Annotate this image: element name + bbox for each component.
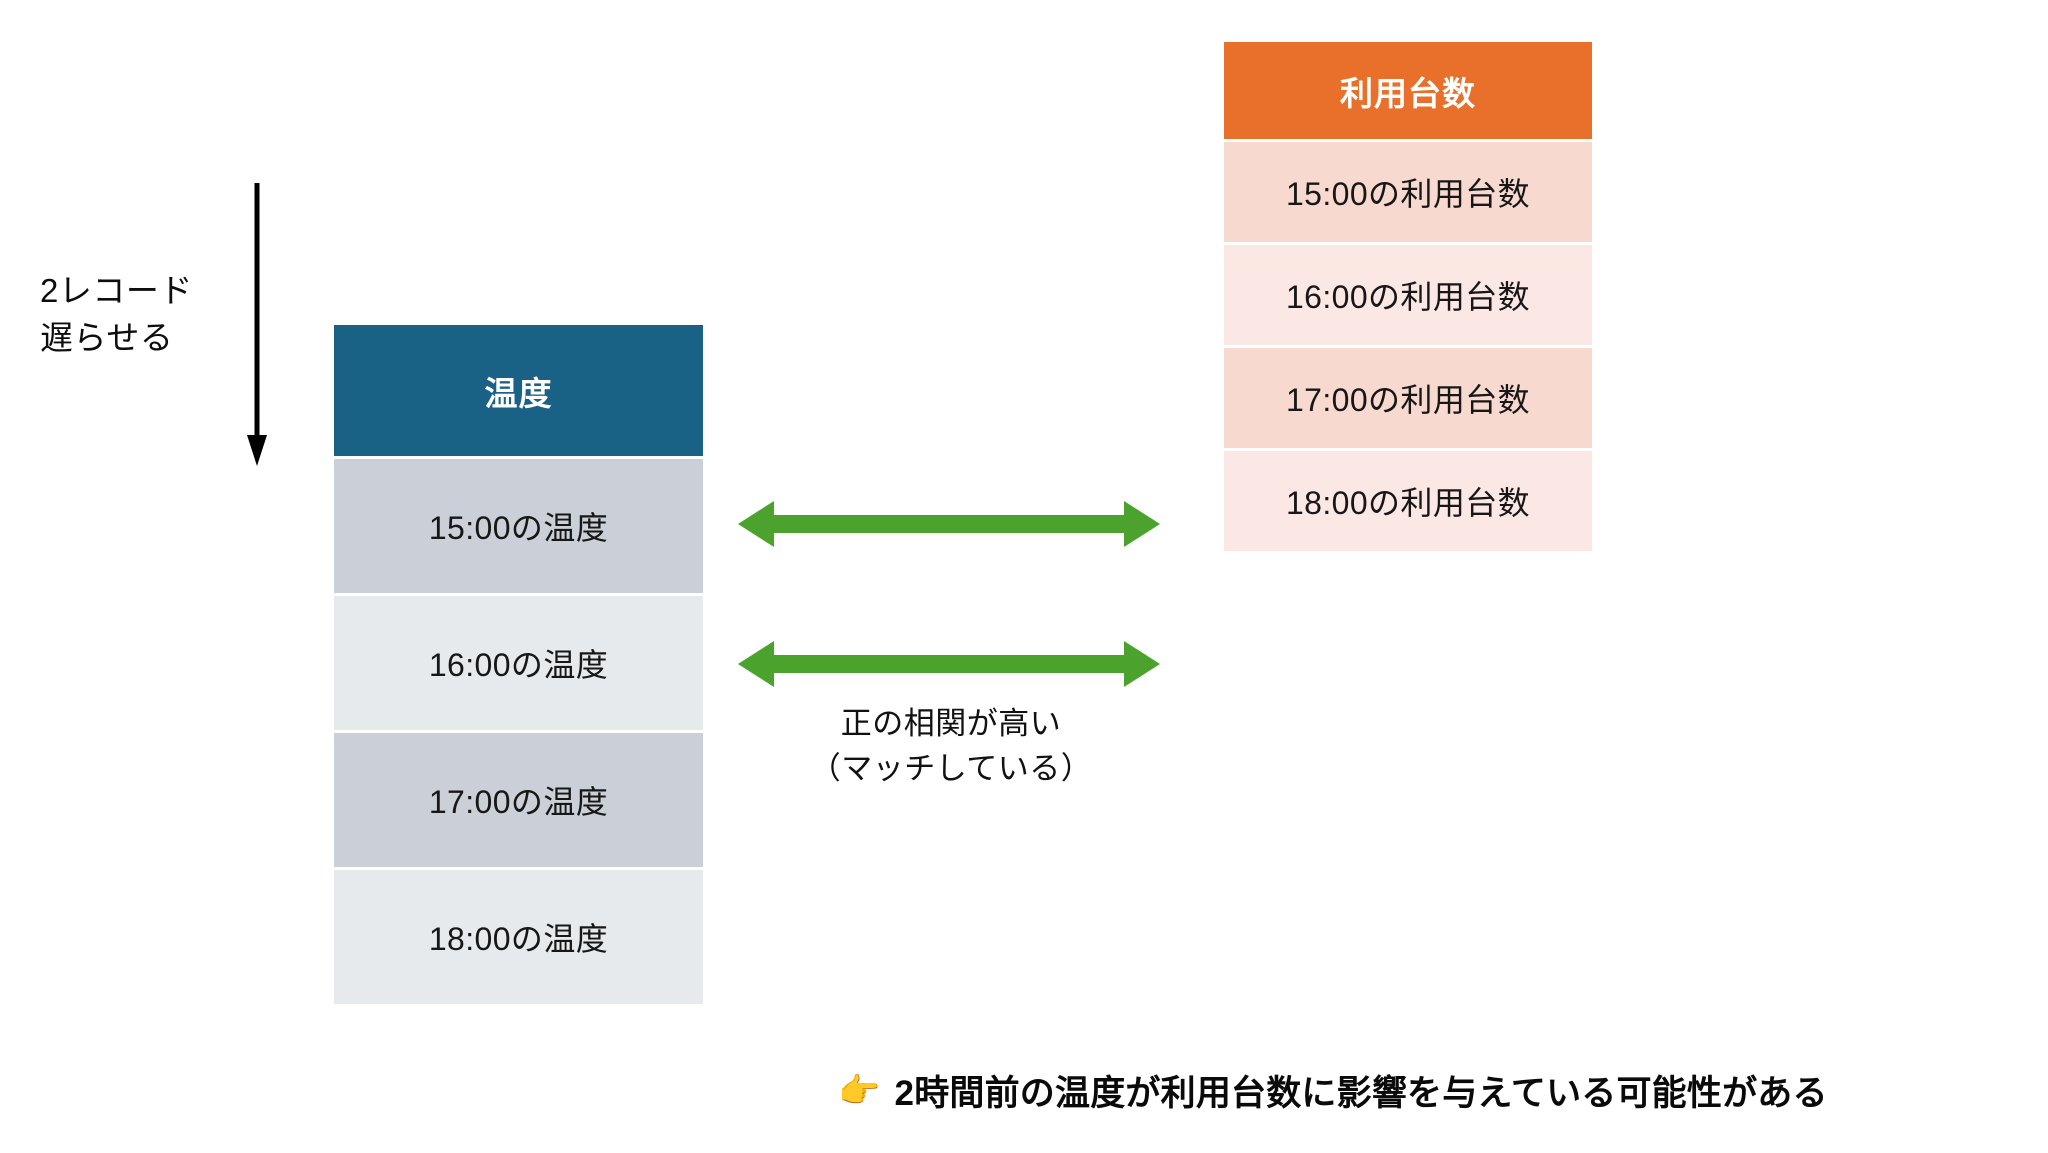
down-arrow-icon: [246, 183, 268, 466]
double-headed-arrow-icon: [738, 497, 1160, 551]
shift-annotation-label: 2レコード 遅らせる: [40, 272, 193, 356]
conclusion-line: 👉 2時間前の温度が利用台数に影響を与えている可能性がある: [838, 1065, 1828, 1116]
table-row: 17:00の温度: [334, 733, 703, 867]
pointing-right-icon: 👉: [838, 1071, 881, 1110]
table-temperature-header: 温度: [334, 325, 703, 456]
table-usage-header: 利用台数: [1224, 42, 1592, 139]
double-headed-arrow-icon: [738, 637, 1160, 691]
table-row: 17:00の利用台数: [1224, 348, 1592, 448]
table-temperature: 温度 15:00の温度 16:00の温度 17:00の温度 18:00の温度: [334, 325, 703, 1004]
correlation-note: 正の相関が高い （マッチしている）: [809, 706, 1093, 786]
table-row: 16:00の温度: [334, 596, 703, 730]
table-usage: 利用台数 15:00の利用台数 16:00の利用台数 17:00の利用台数 18…: [1224, 42, 1592, 551]
table-row: 15:00の利用台数: [1224, 142, 1592, 242]
conclusion-text: 2時間前の温度が利用台数に影響を与えている可能性がある: [894, 1074, 1828, 1113]
table-row: 15:00の温度: [334, 459, 703, 593]
table-row: 18:00の利用台数: [1224, 451, 1592, 551]
table-row: 16:00の利用台数: [1224, 245, 1592, 345]
table-row: 18:00の温度: [334, 870, 703, 1004]
